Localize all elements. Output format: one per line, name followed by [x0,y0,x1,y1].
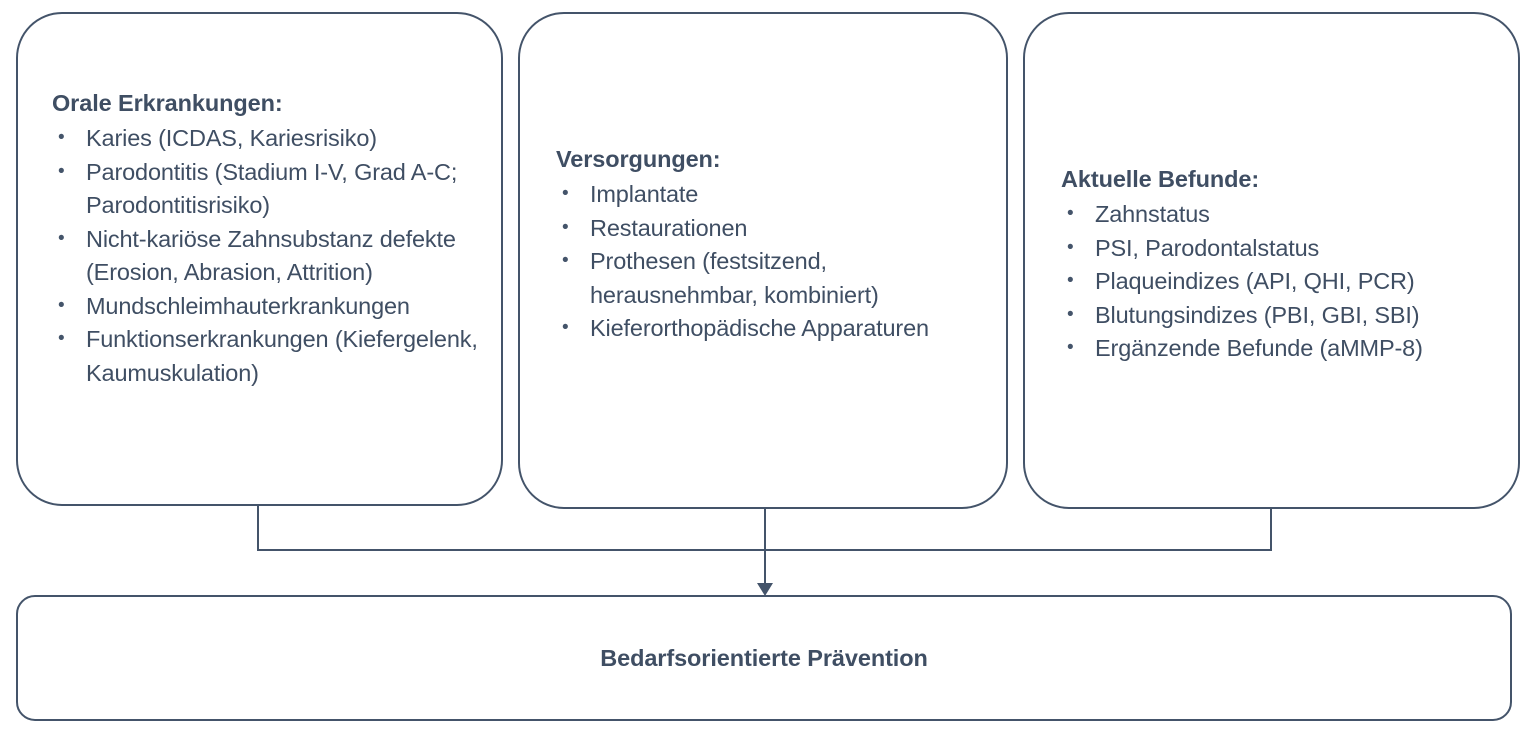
card-current-findings-content: Aktuelle Befunde: Zahnstatus PSI, Parodo… [1025,162,1518,366]
list-item: Zahnstatus [1061,197,1504,232]
card-oral-diseases: Orale Erkrankungen: Karies (ICDAS, Karie… [16,12,503,506]
connector-right-stub [1270,508,1272,551]
list-item: PSI, Parodontalstatus [1061,231,1504,266]
list-item: Ergänzende Befunde (aMMP-8) [1061,331,1504,366]
list-item: Kieferorthopädische Apparaturen [556,311,992,346]
connector-left-stub [257,505,259,551]
card-current-findings: Aktuelle Befunde: Zahnstatus PSI, Parodo… [1023,12,1520,509]
connector-middle-stub [764,508,766,551]
down-arrow-icon [757,583,773,596]
card-current-findings-title: Aktuelle Befunde: [1061,166,1260,192]
connector-drop-line [764,549,766,590]
card-care-restorations-title: Versorgungen: [556,146,721,172]
card-prevention: Bedarfsorientierte Prävention [16,595,1512,721]
card-oral-diseases-title: Orale Erkrankungen: [52,90,283,116]
list-item: Plaqueindizes (API, QHI, PCR) [1061,264,1504,299]
list-item: Funktionserkrankungen (Kiefergelenk, Kau… [52,322,487,390]
list-item: Restaurationen [556,211,992,246]
card-oral-diseases-content: Orale Erkrankungen: Karies (ICDAS, Karie… [18,86,501,390]
list-item: Parodontitis (Stadium I-V, Grad A-C; Par… [52,155,487,223]
prevention-label: Bedarfsorientierte Prävention [600,644,928,671]
list-item: Blutungsindizes (PBI, GBI, SBI) [1061,298,1504,333]
list-item: Karies (ICDAS, Kariesrisiko) [52,121,487,156]
card-care-restorations: Versorgungen: Implantate Restaurationen … [518,12,1008,509]
list-item: Implantate [556,177,992,212]
list-item: Mundschleimhauterkrankungen [52,289,487,324]
list-item: Prothesen (festsitzend, herausnehmbar, k… [556,244,992,312]
card-care-restorations-content: Versorgungen: Implantate Restaurationen … [520,142,1006,346]
card-current-findings-list: Zahnstatus PSI, Parodontalstatus Plaquei… [1061,197,1504,366]
card-oral-diseases-list: Karies (ICDAS, Kariesrisiko) Parodontiti… [52,121,487,390]
card-care-restorations-list: Implantate Restaurationen Prothesen (fes… [556,177,992,346]
list-item: Nicht-kariöse Zahnsubstanz defekte (Eros… [52,222,487,290]
